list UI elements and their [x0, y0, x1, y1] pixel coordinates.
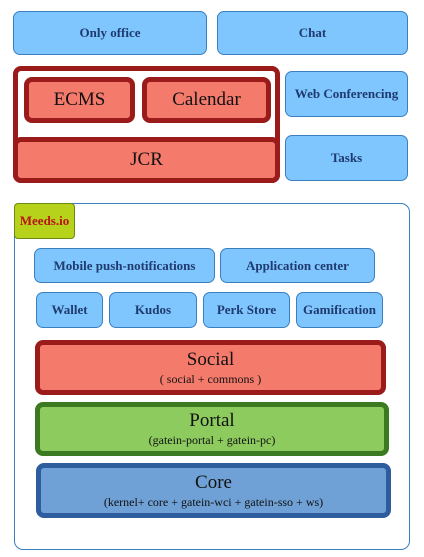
application-center-label: Application center [246, 257, 349, 273]
jcr-label: JCR [130, 149, 163, 170]
portal-subtitle: (gatein-portal + gatein-pc) [148, 433, 276, 447]
kudos-label: Kudos [134, 302, 172, 317]
only-office-label: Only office [79, 25, 141, 40]
perk-store-label: Perk Store [216, 302, 277, 317]
jcr-box: JCR [13, 137, 280, 183]
meeds-badge: Meeds.io [14, 203, 75, 239]
gamification-label: Gamification [303, 302, 376, 317]
web-conferencing-box: Web Conferencing [285, 71, 408, 117]
social-title: Social [186, 348, 235, 370]
portal-title: Portal [189, 410, 235, 431]
wallet-label: Wallet [51, 302, 88, 317]
portal-layer: Portal (gatein-portal + gatein-pc) [35, 402, 389, 456]
ecms-label: ECMS [53, 89, 106, 110]
application-center-box: Application center [220, 248, 375, 283]
calendar-label: Calendar [172, 89, 241, 110]
core-subtitle: (kernel+ core + gatein-wci + gatein-sso … [103, 494, 324, 509]
gamification-box: Gamification [296, 292, 383, 328]
only-office-box: Only office [13, 11, 207, 55]
social-layer: Social ( social + commons ) [35, 340, 386, 395]
chat-box: Chat [217, 11, 408, 55]
web-conferencing-label: Web Conferencing [294, 86, 399, 101]
mobile-push-label: Mobile push-notifications [53, 257, 196, 273]
ecms-box: ECMS [24, 77, 135, 123]
calendar-box: Calendar [142, 77, 271, 123]
perk-store-box: Perk Store [203, 292, 290, 328]
chat-label: Chat [298, 25, 327, 40]
wallet-box: Wallet [36, 292, 103, 328]
core-layer: Core (kernel+ core + gatein-wci + gatein… [36, 463, 391, 518]
meeds-badge-label: Meeds.io [19, 213, 70, 228]
tasks-box: Tasks [285, 135, 408, 181]
social-subtitle: ( social + commons ) [159, 371, 262, 386]
tasks-label: Tasks [330, 150, 363, 165]
kudos-box: Kudos [109, 292, 197, 328]
core-title: Core [195, 471, 232, 493]
mobile-push-box: Mobile push-notifications [34, 248, 215, 283]
